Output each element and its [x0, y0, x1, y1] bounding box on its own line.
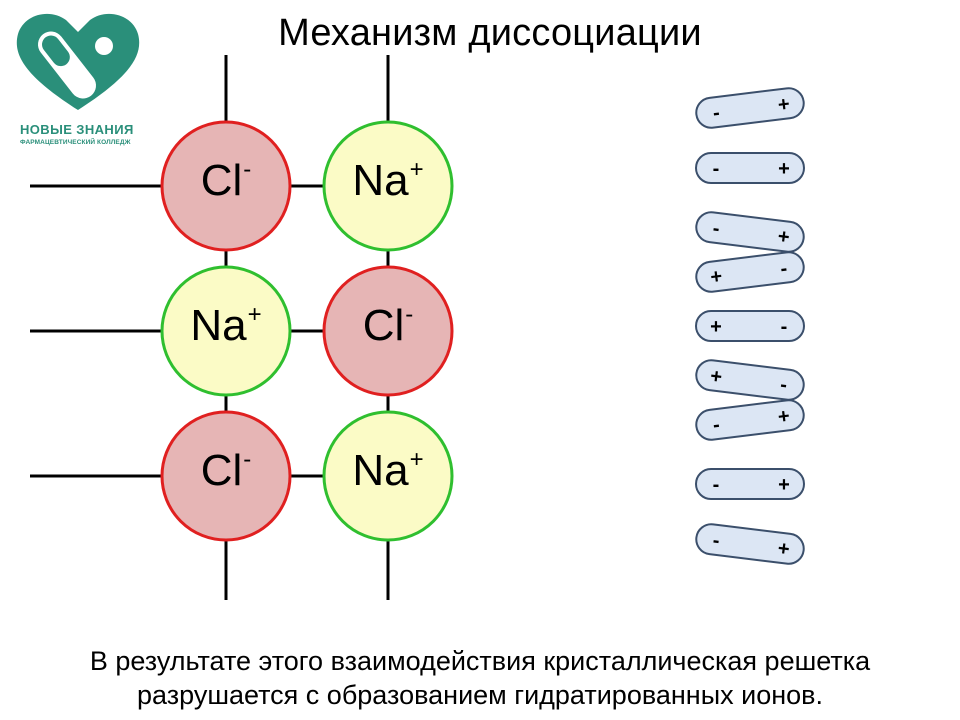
dipole-right-sign: -: [779, 258, 788, 281]
logo-name: НОВЫЕ ЗНАНИЯ: [20, 122, 134, 137]
dipole-left-sign: -: [711, 218, 720, 241]
dipole-body: [695, 359, 805, 401]
logo: НОВЫЕ ЗНАНИЯ ФАРМАЦЕВТИЧЕСКИЙ КОЛЛЕДЖ: [8, 6, 148, 146]
dipole-right-sign: -: [781, 316, 788, 338]
dipole-left-sign: -: [712, 414, 721, 437]
dipole-body: [695, 523, 805, 565]
dipole-body: [695, 211, 805, 253]
sodium-ion-r2-left: [160, 265, 292, 397]
dipole-left-sign: +: [709, 365, 723, 388]
dipole-left-sign: -: [713, 158, 720, 180]
water-dipole-9: -+: [695, 523, 805, 565]
dipole-right-sign: +: [778, 158, 790, 180]
chloride-ion-r2-right: [322, 265, 454, 397]
dipole-right-sign: +: [776, 226, 790, 249]
water-dipole-6: +-: [695, 359, 805, 401]
dipole-body: [695, 251, 805, 293]
caption-line-1: В результате этого взаимодействия криста…: [89, 646, 871, 676]
ion-symbol: Cl: [362, 301, 405, 350]
ion-label: Cl-: [323, 301, 453, 351]
ion-label: Cl-: [161, 156, 291, 206]
chloride-ion-r1-left: [160, 120, 292, 252]
dipole-left-sign: -: [712, 102, 721, 125]
dipole-right-sign: +: [776, 538, 790, 561]
logo-subtitle: ФАРМАЦЕВТИЧЕСКИЙ КОЛЛЕДЖ: [20, 139, 131, 146]
slide-caption: В результате этого взаимодействия криста…: [0, 644, 960, 712]
ion-charge: -: [405, 301, 414, 328]
water-dipole-5: +-: [695, 310, 805, 342]
dipole-left-sign: +: [710, 316, 722, 338]
ion-symbol: Na: [352, 446, 409, 495]
dipole-left-sign: +: [709, 266, 723, 289]
ion-symbol: Cl: [200, 446, 243, 495]
ion-label: Na+: [323, 446, 453, 496]
ion-label: Na+: [161, 301, 291, 351]
dipole-body: [695, 310, 805, 342]
caption-line-2: разрушается с образованием гидратированн…: [137, 680, 823, 710]
chloride-ion-r3-left: [160, 410, 292, 542]
ion-symbol: Cl: [200, 156, 243, 205]
dipole-right-sign: +: [778, 474, 790, 496]
dipole-body: [695, 399, 805, 441]
ion-charge: +: [247, 301, 262, 328]
water-dipole-1: -+: [695, 87, 805, 129]
ion-charge: -: [243, 156, 252, 183]
ion-symbol: Na: [190, 301, 247, 350]
water-dipole-7: -+: [695, 399, 805, 441]
water-dipole-4: +-: [695, 251, 805, 293]
sodium-ion-r1-right: [322, 120, 454, 252]
slide-title: Механизм диссоциации: [278, 12, 702, 54]
dipole-left-sign: -: [713, 474, 720, 496]
ion-label: Na+: [323, 156, 453, 206]
ion-charge: +: [409, 446, 424, 473]
ion-charge: -: [243, 446, 252, 473]
dipole-body: [695, 468, 805, 500]
ion-label: Cl-: [161, 446, 291, 496]
sodium-ion-r3-right: [322, 410, 454, 542]
dipole-right-sign: +: [777, 93, 791, 116]
ion-charge: +: [409, 156, 424, 183]
water-dipole-2: -+: [695, 152, 805, 184]
dipole-body: [695, 87, 805, 129]
heart-capsule-icon: [16, 13, 140, 110]
water-dipole-8: -+: [695, 468, 805, 500]
water-dipole-3: -+: [695, 211, 805, 253]
dipole-left-sign: -: [711, 530, 720, 553]
ion-symbol: Na: [352, 156, 409, 205]
dipole-right-sign: -: [779, 374, 788, 397]
dipole-body: [695, 152, 805, 184]
dipole-right-sign: +: [777, 405, 791, 428]
